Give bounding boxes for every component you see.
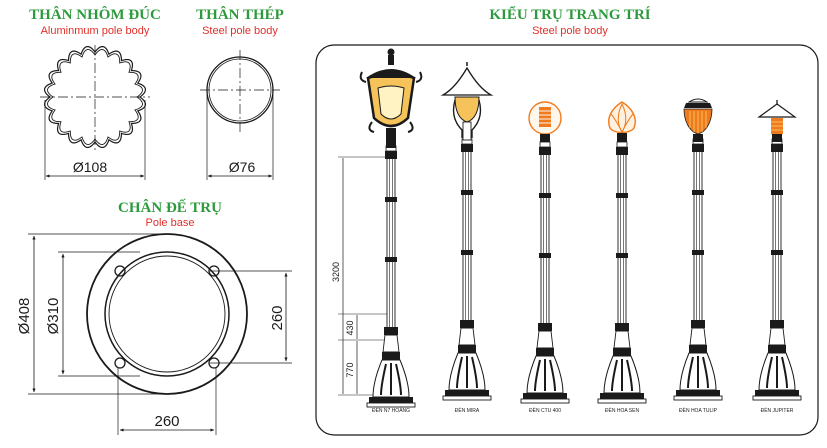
aluminum-section-title: THÂN NHÔM ĐÚC (29, 7, 161, 23)
low-height-label: 770 (345, 362, 355, 377)
jupiter-lamp-icon (757, 100, 797, 142)
lantern-lamp-icon (359, 48, 423, 148)
pole-hoa-sen: ĐÈN HOA SEN (597, 101, 647, 414)
lamp-label-mira: ĐÈN MIRA (455, 407, 480, 414)
base-bolt-spacing-right-label: 260 (269, 305, 286, 330)
pole-jupiter: ĐÈN JUPITER (752, 100, 802, 414)
mid-height-label: 430 (345, 320, 355, 335)
tulip-lamp-icon (683, 98, 713, 142)
pole-ctu-400: ĐÈN CTU 400 (520, 101, 570, 414)
styles-frame (315, 44, 819, 436)
steel-pole-cross-section: Ø76 (200, 50, 280, 180)
styles-section-subtitle: Steel pole body (532, 25, 608, 37)
total-height-label: 3200 (331, 262, 341, 282)
pole-hoa-tulip: ĐÈN HOA TULIP (673, 98, 723, 414)
lamp-label-jupiter: ĐÈN JUPITER (761, 407, 794, 414)
steel-section-subtitle: Steel pole body (202, 25, 278, 37)
base-inner-diameter-label: Ø310 (45, 298, 62, 335)
aluminum-pole-cross-section: Ø108 (40, 45, 150, 180)
pole-mira: ĐÈN MIRA (440, 62, 494, 414)
lamp-label-ctu-400: ĐÈN CTU 400 (529, 407, 561, 414)
base-section-subtitle: Pole base (145, 217, 195, 229)
pole-height-dimension: 3200 430 770 (331, 156, 388, 396)
steel-section-title: THÂN THÉP (196, 7, 284, 23)
globe-lamp-icon (528, 101, 562, 142)
bell-lamp-icon (440, 62, 494, 141)
lamp-label-hoa-tulip: ĐÈN HOA TULIP (679, 407, 718, 414)
steel-diameter-label: Ø76 (229, 159, 256, 175)
lamp-label-n7-hoang: ĐÈN N7 HOÀNG (372, 407, 410, 414)
base-section-title: CHÂN ĐẾ TRỤ (118, 200, 222, 216)
pole-n7-hoang: ĐÈN N7 HOÀNG (359, 48, 423, 414)
aluminum-section-subtitle: Aluminmum pole body (40, 25, 150, 37)
bolt-hole-icon (114, 265, 220, 369)
base-bolt-spacing-bottom-label: 260 (154, 413, 179, 430)
lotus-lamp-icon (608, 101, 636, 142)
lamp-label-hoa-sen: ĐÈN HOA SEN (605, 407, 640, 414)
pole-base-plate: Ø408 Ø310 260 260 (16, 233, 292, 435)
aluminum-diameter-label: Ø108 (73, 159, 107, 175)
styles-section-title: KIỂU TRỤ TRANG TRÍ (489, 7, 651, 23)
base-outer-diameter-label: Ø408 (16, 298, 33, 335)
